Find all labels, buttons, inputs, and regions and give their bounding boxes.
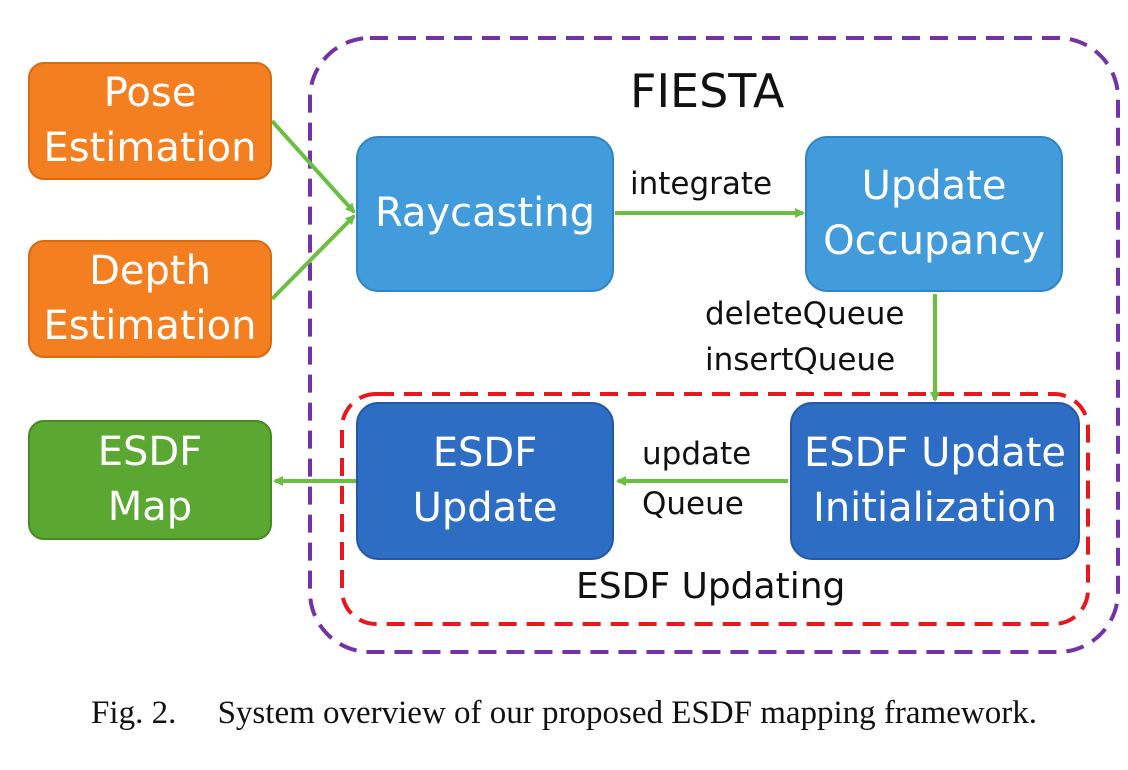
- fiesta-boundary: [308, 36, 1120, 654]
- node-esdf-update-initialization: ESDF Update Initialization: [790, 402, 1080, 560]
- node-pose-line2: Estimation: [43, 125, 257, 171]
- node-update-occupancy: Update Occupancy: [805, 136, 1063, 292]
- caption-fig-number: Fig. 2.: [91, 695, 177, 731]
- figure-caption: Fig. 2. System overview of our proposed …: [0, 695, 1128, 732]
- arrow-depth-to-raycasting: [270, 214, 356, 301]
- node-depth-estimation: Depth Estimation: [28, 240, 272, 358]
- caption-text: System overview of our proposed ESDF map…: [217, 695, 1037, 731]
- node-update-occupancy-line1: Update: [861, 162, 1007, 209]
- node-pose-line1: Pose: [103, 69, 197, 116]
- node-update-occupancy-line2: Occupancy: [823, 218, 1045, 264]
- node-esdf-map-line2: Map: [107, 484, 193, 530]
- node-esdf-update: ESDF Update: [356, 402, 614, 560]
- node-depth-line1: Depth: [89, 247, 211, 294]
- node-pose-estimation: Pose Estimation: [28, 62, 272, 180]
- node-esdf-update-line2: Update: [412, 485, 558, 531]
- node-raycasting-label: Raycasting: [375, 190, 595, 237]
- edge-label-queue: Queue: [642, 486, 744, 522]
- edge-label-delete-queue: deleteQueue: [705, 296, 905, 332]
- node-esdf-init-line2: Initialization: [813, 485, 1057, 531]
- node-esdf-init-line1: ESDF Update: [803, 429, 1067, 476]
- node-esdf-update-line1: ESDF: [432, 429, 538, 476]
- fiesta-title: FIESTA: [630, 64, 785, 118]
- arrow-pose-to-raycasting: [270, 119, 356, 214]
- edge-label-insert-queue: insertQueue: [705, 342, 896, 378]
- edge-label-integrate: integrate: [630, 166, 773, 202]
- edge-label-update: update: [642, 436, 752, 472]
- node-esdf-map-line1: ESDF: [97, 428, 203, 475]
- node-depth-line2: Estimation: [43, 303, 257, 349]
- esdf-updating-label: ESDF Updating: [576, 566, 846, 607]
- node-raycasting: Raycasting: [356, 136, 614, 292]
- node-esdf-map: ESDF Map: [28, 420, 272, 540]
- esdf-updating-boundary: [340, 392, 1090, 626]
